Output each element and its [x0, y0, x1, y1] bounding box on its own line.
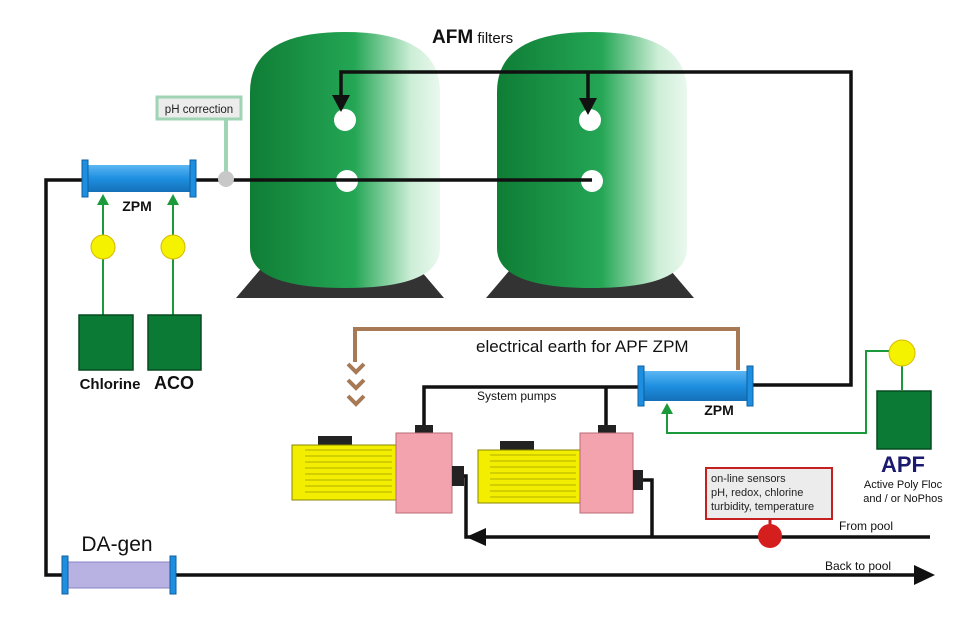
sensor-probe	[758, 524, 782, 548]
chlorine-pump-ball	[90, 234, 116, 260]
pump-right	[477, 425, 643, 514]
dosing-aco: ACO	[147, 194, 202, 393]
chlorine-label: Chlorine	[80, 376, 141, 393]
tank-inlet-port-left	[334, 109, 356, 131]
apf-tank	[876, 390, 932, 450]
pump-right-suction-nozzle	[633, 470, 643, 490]
pump-right-motor-cap	[500, 441, 534, 450]
tank-body-right	[497, 32, 687, 288]
chlorine-dosing-arrow	[97, 194, 109, 205]
da-gen-label: DA-gen	[81, 533, 152, 556]
zpm-left-flange-r	[189, 159, 197, 198]
dosing-apf: APF Active Poly Floc and / or NoPhos	[661, 339, 943, 505]
suction-flow-arrow	[466, 528, 486, 546]
zpm-right-flange-l	[637, 365, 645, 407]
aco-pump-ball	[160, 234, 186, 260]
zpm-left-label: ZPM	[122, 198, 152, 214]
pump-left-motor	[291, 444, 397, 501]
sensors-label-line3: turbidity, temperature	[711, 501, 814, 513]
pump-left-motor-cap	[318, 436, 352, 445]
ph-correction-box	[155, 95, 243, 121]
back-to-pool-arrow	[914, 565, 935, 585]
return-riser-pipe	[44, 178, 84, 577]
ph-injection-point	[218, 171, 234, 187]
pump-left	[291, 425, 464, 514]
ph-correction-label: pH correction	[165, 104, 233, 116]
pump-right-head	[579, 432, 634, 514]
sensors-label-line1: on-line sensors	[711, 473, 786, 485]
aco-tank	[147, 314, 202, 371]
pump-left-motor-fins	[305, 449, 392, 493]
inlet-arrow-left	[332, 95, 350, 112]
pump-right-motor-fins	[490, 454, 576, 498]
apf-description-line2: and / or NoPhos	[863, 493, 943, 505]
da-gen-flange-l	[61, 555, 69, 595]
filter-inlet-pipe	[339, 70, 853, 387]
da-gen-body	[66, 561, 172, 589]
pump-suction-right	[641, 478, 654, 537]
pump-left-suction-nozzle	[452, 466, 464, 486]
da-gen-flange-r	[169, 555, 177, 595]
ph-correction-unit: pH correction	[155, 95, 243, 187]
pump-right-motor	[477, 449, 581, 504]
system-pumps-label: System pumps	[477, 389, 556, 403]
pump-left-discharge-nozzle	[415, 425, 433, 435]
afm-filters-title: AFM filters	[432, 27, 513, 48]
earth-cable	[353, 327, 740, 370]
zpm-right-label: ZPM	[704, 402, 734, 418]
back-to-pool-label: Back to pool	[825, 559, 891, 573]
apf-description-line1: Active Poly Floc	[864, 479, 943, 491]
aco-label: ACO	[154, 373, 194, 393]
earth-chevron-1	[346, 362, 366, 375]
earth-chevron-2	[346, 378, 366, 391]
pump-discharge-left	[422, 385, 640, 432]
zpm-left-flange-l	[81, 159, 89, 198]
apf-label: APF	[881, 452, 925, 477]
afm-filter-right	[486, 32, 694, 298]
zpm-right: ZPM	[637, 365, 754, 418]
apf-dosing-arrow	[661, 403, 673, 414]
pump-left-head	[395, 432, 453, 514]
da-gen-unit: DA-gen	[61, 533, 177, 595]
earth-chevron-3	[346, 394, 366, 407]
chlorine-tank	[78, 314, 134, 371]
electrical-earth-label: electrical earth for APF ZPM	[476, 337, 689, 356]
apf-pump-ball	[888, 339, 916, 367]
from-pool-label: From pool	[839, 519, 893, 533]
tank-body-left	[250, 32, 440, 288]
electrical-earth: electrical earth for APF ZPM	[346, 327, 740, 407]
dosing-chlorine: Chlorine	[78, 194, 141, 393]
zpm-right-flange-r	[746, 365, 754, 407]
pump-right-discharge-nozzle	[598, 425, 616, 435]
sensors-box	[705, 467, 833, 520]
zpm-left: ZPM	[81, 159, 197, 214]
online-sensors: on-line sensors pH, redox, chlorine turb…	[705, 467, 833, 548]
zpm-right-body	[643, 371, 748, 401]
zpm-left-body	[87, 165, 191, 192]
sensors-label-line2: pH, redox, chlorine	[711, 487, 803, 499]
aco-dosing-arrow	[167, 194, 179, 205]
inlet-arrow-right	[579, 98, 597, 115]
tank-inlet-port-right	[579, 109, 601, 131]
